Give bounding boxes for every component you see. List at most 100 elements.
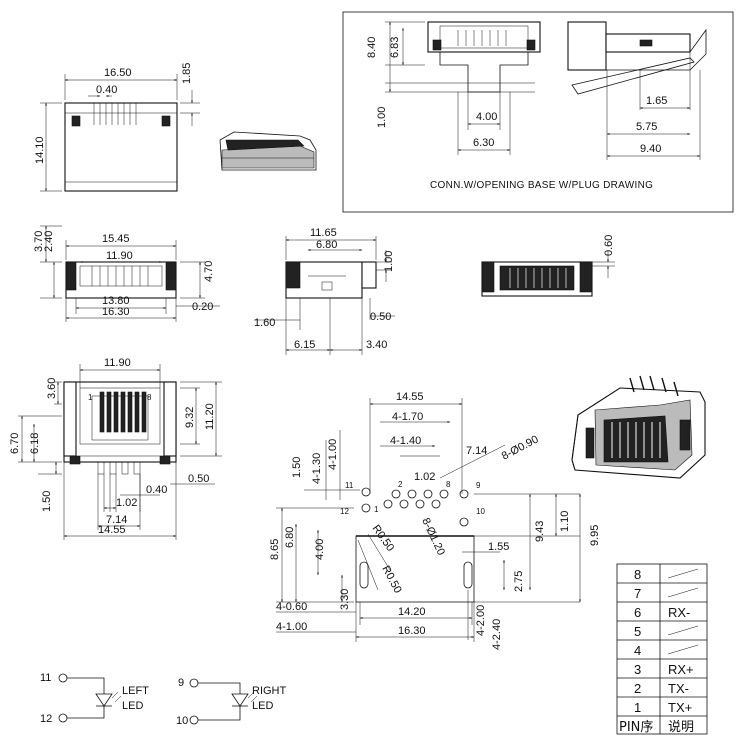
led-right-pin-a: 9 <box>178 677 184 689</box>
dim-0-50: 0.50 <box>370 311 391 323</box>
conn-front-view: 8.40 6.83 1.00 4.00 6.30 <box>366 21 541 155</box>
dim-4x1-40: 4-1.40 <box>390 435 421 447</box>
dim-4x1-30: 4-1.30 <box>311 453 323 484</box>
dim-0-60: 0.60 <box>603 235 615 256</box>
dim-1-00: 1.00 <box>383 251 395 272</box>
dim-1-02: 1.02 <box>116 497 137 509</box>
dim-1-50: 1.50 <box>41 491 53 512</box>
pcb-pin-10: 10 <box>476 507 485 516</box>
dim-9-43: 9.43 <box>534 521 546 542</box>
led-left-label-1: LEFT <box>122 685 149 697</box>
dim-11-65: 11.65 <box>310 227 337 239</box>
dim-14-55: 14.55 <box>98 524 126 536</box>
opening-base-box: 8.40 6.83 1.00 4.00 6.30 1.65 5.75 <box>342 11 734 213</box>
dim-8-65: 8.65 <box>269 539 281 560</box>
front-pin-8: 8 <box>147 393 152 402</box>
rear-view: 0.60 <box>481 235 615 297</box>
dim-16-30: 16.30 <box>102 306 130 318</box>
led-right-schematic: 9 10 RIGHT LED <box>176 677 287 727</box>
dim-1-02: 1.02 <box>414 471 435 483</box>
dim-4x1-00: 4-1.00 <box>327 439 339 470</box>
pin-table-header-pin: PIN序 <box>619 720 653 735</box>
dim-4x1-70: 4-1.70 <box>392 411 423 423</box>
dim-1-60: 1.60 <box>254 317 275 329</box>
led-left-pin-b: 12 <box>40 713 52 725</box>
pcb-pin-11: 11 <box>345 481 354 490</box>
dim-0-40: 0.40 <box>146 484 167 496</box>
dim-1-65: 1.65 <box>646 95 667 107</box>
dim-6-80: 6.80 <box>284 527 296 548</box>
pcb-layout: 14.55 4-1.70 4-1.40 4-1.00 4-1.30 1.50 7… <box>269 391 601 650</box>
pin-row-6-desc: RX- <box>668 605 690 620</box>
led-right-label-2: LED <box>252 700 273 712</box>
pcb-pin-12: 12 <box>340 507 349 516</box>
box-caption: CONN.W/OPENING BASE W/PLUG DRAWING <box>430 180 653 191</box>
dim-8-40: 8.40 <box>366 37 378 58</box>
dim-1-50: 1.50 <box>291 457 303 478</box>
led-right-label-1: RIGHT <box>252 685 287 697</box>
led-left-schematic: 11 12 LEFT LED <box>40 672 149 725</box>
pcb-pin-2: 2 <box>398 480 403 489</box>
dim-0-50: 0.50 <box>188 473 209 485</box>
front-pin-1: 1 <box>88 393 93 402</box>
front-view: 1 8 11.90 3.60 9.32 11.20 6.70 6.18 1.50… <box>9 357 222 540</box>
pcb-pin-8: 8 <box>446 480 451 489</box>
pin-row-2-pin: 2 <box>634 681 641 696</box>
dim-4x1-00-b: 4-1.00 <box>276 621 307 633</box>
dim-14-10: 14.10 <box>34 136 46 164</box>
dim-11-20: 11.20 <box>204 403 216 430</box>
dim-4-00: 4.00 <box>314 539 326 560</box>
dim-4x0-60: 4-0.60 <box>276 601 307 613</box>
pin-row-6-pin: 6 <box>634 605 641 620</box>
pin-row-1-pin: 1 <box>634 700 641 715</box>
dim-9-95: 9.95 <box>589 525 601 546</box>
top-view: 16.50 0.40 1.85 14.10 <box>34 63 200 192</box>
dim-2-75: 2.75 <box>513 571 525 592</box>
dim-9-40: 9.40 <box>640 143 661 155</box>
pin-table: 8 7 6 RX- 5 4 3 RX+ 2 TX- 1 TX+ PIN序 说明 <box>616 563 708 735</box>
pin-row-3-desc: RX+ <box>668 662 694 677</box>
dim-4x2-00: 4-2.00 <box>475 605 487 636</box>
dim-5-75: 5.75 <box>636 121 657 133</box>
led-right-pin-b: 10 <box>176 715 188 727</box>
dim-3-40: 3.40 <box>366 339 387 351</box>
dim-1-10: 1.10 <box>559 511 571 532</box>
pcb-pin-9: 9 <box>476 481 481 490</box>
dim-4-70: 4.70 <box>203 261 215 282</box>
led-left-pin-a: 11 <box>40 672 51 684</box>
dim-3-30: 3.30 <box>339 589 351 610</box>
dim-6-70: 6.70 <box>9 433 21 454</box>
pcb-pin-1: 1 <box>374 505 379 514</box>
dim-16-30: 16.30 <box>398 625 426 637</box>
dim-15-45: 15.45 <box>102 233 130 245</box>
pin-table-header-desc: 说明 <box>668 720 694 735</box>
dim-R0-50-b: R0.50 <box>379 564 403 596</box>
side-view-small <box>219 131 317 171</box>
dim-11-90: 11.90 <box>104 357 131 369</box>
dim-14-20: 14.20 <box>398 606 426 618</box>
dim-1-55: 1.55 <box>488 541 509 553</box>
pin-row-2-desc: TX- <box>668 681 689 696</box>
dim-6-83: 6.83 <box>389 37 401 58</box>
pin-row-3-pin: 3 <box>634 662 641 677</box>
bottom-view: 15.45 11.90 3.70 2.40 4.70 13.80 16.30 0… <box>33 225 220 322</box>
dim-3-60: 3.60 <box>46 378 58 399</box>
dim-0-20: 0.20 <box>192 301 213 313</box>
dim-4-00: 4.00 <box>476 111 497 123</box>
dim-6-30: 6.30 <box>473 137 494 149</box>
dim-13-80: 13.80 <box>102 295 130 307</box>
dim-14-55: 14.55 <box>396 391 424 403</box>
pin-row-4-pin: 4 <box>634 643 641 658</box>
dim-7-14: 7.14 <box>106 514 127 526</box>
pin-row-7-pin: 7 <box>634 586 641 601</box>
dim-8x1-20: 8-Ø1.20 <box>419 516 447 557</box>
dim-6-18: 6.18 <box>29 433 41 454</box>
pin-row-1-desc: TX+ <box>668 700 692 715</box>
side-view: 11.65 6.80 1.00 1.60 0.50 6.15 3.40 <box>254 227 395 355</box>
led-left-label-2: LED <box>122 700 143 712</box>
dim-7-14: 7.14 <box>466 445 487 457</box>
dim-11-90: 11.90 <box>106 250 133 262</box>
dim-4x2-40: 4-2.40 <box>491 619 503 650</box>
pin-row-8-pin: 8 <box>634 567 641 582</box>
